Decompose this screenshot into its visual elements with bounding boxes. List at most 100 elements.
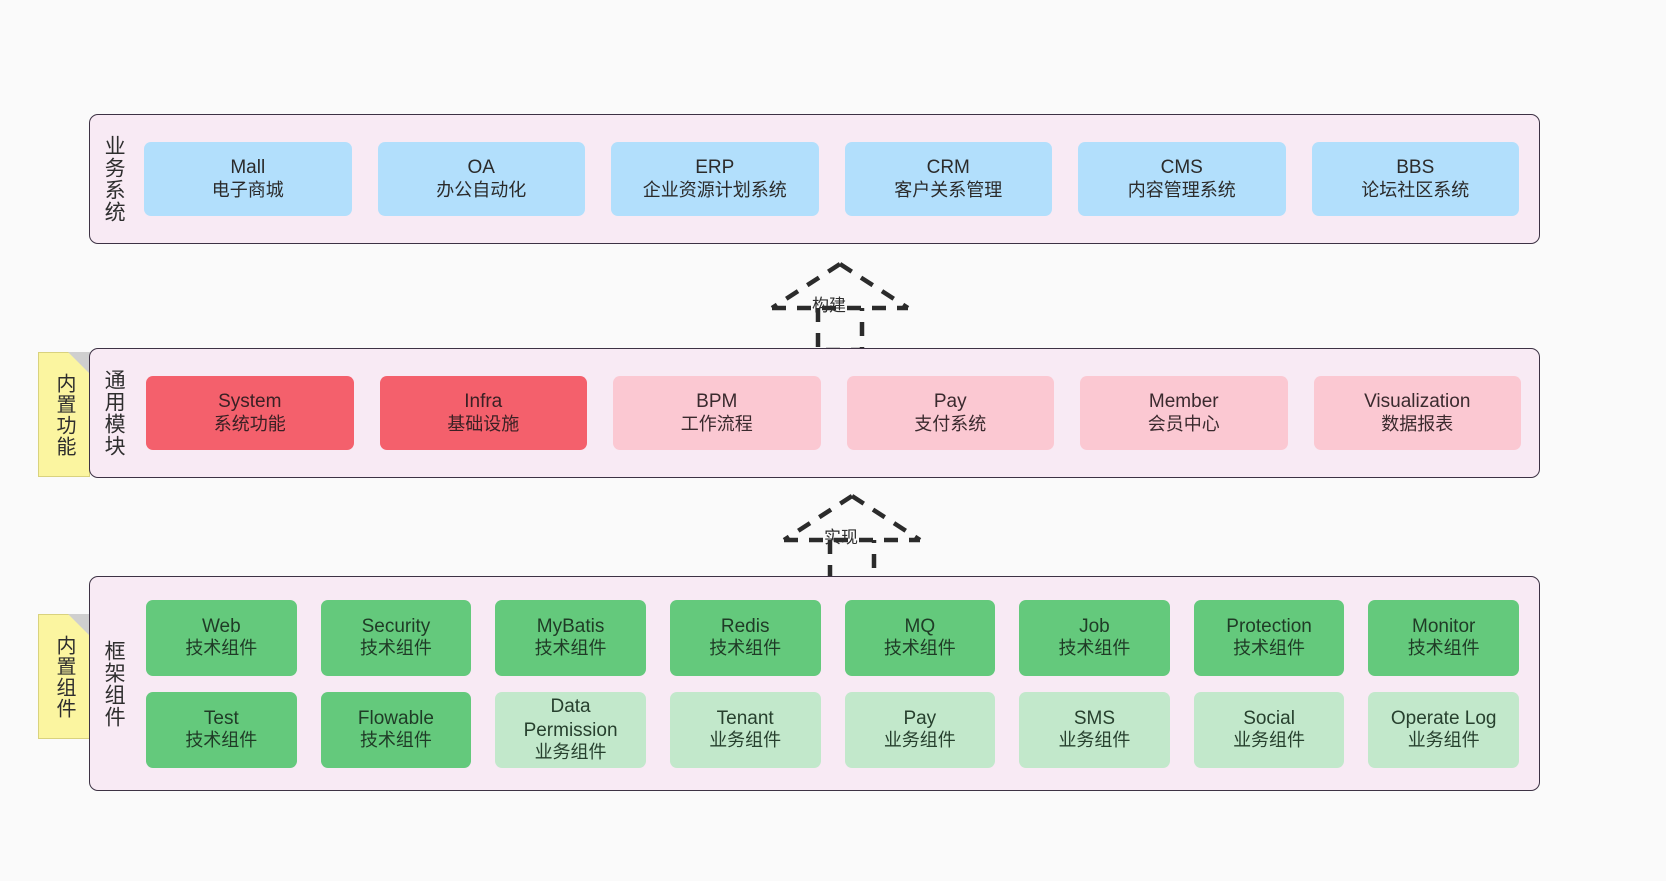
card-subtitle: 内容管理系统 <box>1127 179 1236 200</box>
layer-title-business-system: 业务系统 <box>102 135 126 223</box>
card-title: Protection <box>1226 615 1312 637</box>
card-subtitle: 基础设施 <box>447 413 520 434</box>
card-subtitle: 支付系统 <box>914 413 987 434</box>
card-title: Pay <box>933 391 967 413</box>
card-operate-log[interactable]: Operate Log 业务组件 <box>1368 691 1519 768</box>
connector-build-label: 构建 <box>812 296 846 315</box>
card-title: Member <box>1148 391 1219 413</box>
card-job[interactable]: Job 技术组件 <box>1019 599 1170 676</box>
card-title: Infra <box>464 391 503 413</box>
card-pay-component[interactable]: Pay 业务组件 <box>844 691 996 768</box>
layer-body-framework-components: Web 技术组件 Security 技术组件 MyBatis 技术组件 Redi… <box>136 577 1539 790</box>
card-row: System 系统功能 Infra 基础设施 BPM 工作流程 Pay 支付系统… <box>146 376 1521 450</box>
layer-title-framework-components: 框架组件 <box>102 639 126 728</box>
card-subtitle: 系统功能 <box>213 413 286 434</box>
layer-title-common-modules: 通用模块 <box>102 369 126 457</box>
card-protection[interactable]: Protection 技术组件 <box>1193 599 1345 676</box>
card-title: Pay <box>903 707 937 729</box>
card-social[interactable]: Social 业务组件 <box>1193 691 1345 768</box>
card-subtitle: 业务组件 <box>1407 730 1480 751</box>
card-mall[interactable]: Mall 电子商城 <box>144 142 352 216</box>
card-title: Security <box>361 615 431 637</box>
card-bpm[interactable]: BPM 工作流程 <box>613 376 821 450</box>
card-subtitle: 业务组件 <box>883 730 956 751</box>
card-oa[interactable]: OA 办公自动化 <box>377 142 585 216</box>
card-subtitle: 业务组件 <box>709 730 782 751</box>
connector-implement-label: 实现 <box>824 528 858 547</box>
card-mybatis[interactable]: MyBatis 技术组件 <box>495 599 646 676</box>
card-title: MyBatis <box>536 615 605 637</box>
card-subtitle: 企业资源计划系统 <box>642 179 787 200</box>
card-tenant[interactable]: Tenant 业务组件 <box>669 691 821 768</box>
card-subtitle: 客户关系管理 <box>894 179 1003 200</box>
card-subtitle: 技术组件 <box>709 638 782 659</box>
card-title: CMS <box>1160 157 1203 179</box>
card-title: CRM <box>926 157 970 179</box>
card-subtitle: 工作流程 <box>680 413 753 434</box>
card-subtitle: 电子商城 <box>211 179 284 200</box>
layer-body-business-system: Mall 电子商城 OA 办公自动化 ERP 企业资源计划系统 CRM 客户关系… <box>136 115 1539 243</box>
card-flowable[interactable]: Flowable 技术组件 <box>320 691 472 768</box>
card-erp[interactable]: ERP 企业资源计划系统 <box>611 142 819 216</box>
card-subtitle: 技术组件 <box>1407 638 1480 659</box>
card-subtitle: 办公自动化 <box>436 179 527 200</box>
card-subtitle: 技术组件 <box>1058 638 1131 659</box>
card-sms[interactable]: SMS 业务组件 <box>1019 691 1170 768</box>
layer-body-common-modules: System 系统功能 Infra 基础设施 BPM 工作流程 Pay 支付系统… <box>136 349 1539 477</box>
card-monitor[interactable]: Monitor 技术组件 <box>1368 599 1519 676</box>
card-title: Job <box>1079 615 1110 637</box>
card-subtitle: 技术组件 <box>359 638 432 659</box>
card-subtitle: 业务组件 <box>534 741 607 762</box>
card-title: ERP <box>695 157 735 179</box>
note-builtin-component[interactable]: 内置组件 <box>38 614 90 739</box>
card-infra[interactable]: Infra 基础设施 <box>379 376 587 450</box>
card-subtitle: 技术组件 <box>185 730 258 751</box>
card-subtitle: 业务组件 <box>1058 730 1131 751</box>
card-visualization[interactable]: Visualization 数据报表 <box>1313 376 1521 450</box>
card-pay-module[interactable]: Pay 支付系统 <box>846 376 1054 450</box>
card-subtitle: 技术组件 <box>883 638 956 659</box>
card-title: Social <box>1243 707 1295 729</box>
card-title: Operate Log <box>1390 707 1497 729</box>
layer-business-system[interactable]: 业务系统 Mall 电子商城 OA 办公自动化 ERP 企业资源计划系统 CRM… <box>89 114 1540 244</box>
card-subtitle: 技术组件 <box>359 730 432 751</box>
card-cms[interactable]: CMS 内容管理系统 <box>1078 142 1286 216</box>
card-security[interactable]: Security 技术组件 <box>320 599 472 676</box>
card-crm[interactable]: CRM 客户关系管理 <box>844 142 1052 216</box>
card-row-tech: Web 技术组件 Security 技术组件 MyBatis 技术组件 Redi… <box>146 599 1519 676</box>
card-title: Redis <box>720 615 770 637</box>
card-data-permission[interactable]: Data Permission 业务组件 <box>495 691 646 768</box>
card-title: Test <box>203 707 239 729</box>
card-subtitle: 技术组件 <box>185 638 258 659</box>
card-subtitle: 业务组件 <box>1233 730 1306 751</box>
layer-common-modules[interactable]: 通用模块 System 系统功能 Infra 基础设施 BPM 工作流程 Pay… <box>89 348 1540 478</box>
card-subtitle: 论坛社区系统 <box>1361 179 1470 200</box>
card-subtitle: 会员中心 <box>1147 413 1220 434</box>
card-title: OA <box>467 157 495 179</box>
note-builtin-function[interactable]: 内置功能 <box>38 352 90 477</box>
card-redis[interactable]: Redis 技术组件 <box>669 599 821 676</box>
card-title: SMS <box>1073 707 1116 729</box>
card-subtitle: 技术组件 <box>534 638 607 659</box>
card-title: Flowable <box>357 707 434 729</box>
card-title: Tenant <box>716 707 774 729</box>
card-web[interactable]: Web 技术组件 <box>146 599 297 676</box>
card-test[interactable]: Test 技术组件 <box>146 691 297 768</box>
card-subtitle: 技术组件 <box>1233 638 1306 659</box>
card-title: Mall <box>230 157 266 179</box>
card-member[interactable]: Member 会员中心 <box>1080 376 1288 450</box>
card-row-business: Test 技术组件 Flowable 技术组件 Data Permission … <box>146 691 1519 768</box>
layer-framework-components[interactable]: 框架组件 Web 技术组件 Security 技术组件 MyBatis 技术组件… <box>89 576 1540 791</box>
card-mq[interactable]: MQ 技术组件 <box>844 599 996 676</box>
card-title: MQ <box>904 615 936 637</box>
card-bbs[interactable]: BBS 论坛社区系统 <box>1311 142 1519 216</box>
card-title: BBS <box>1396 157 1435 179</box>
card-row: Mall 电子商城 OA 办公自动化 ERP 企业资源计划系统 CRM 客户关系… <box>144 142 1519 216</box>
card-title: Web <box>201 615 241 637</box>
card-title: System <box>218 391 282 413</box>
card-title: Data Permission <box>523 696 618 741</box>
card-title: Visualization <box>1364 391 1471 413</box>
card-system[interactable]: System 系统功能 <box>146 376 354 450</box>
card-subtitle: 数据报表 <box>1381 413 1454 434</box>
